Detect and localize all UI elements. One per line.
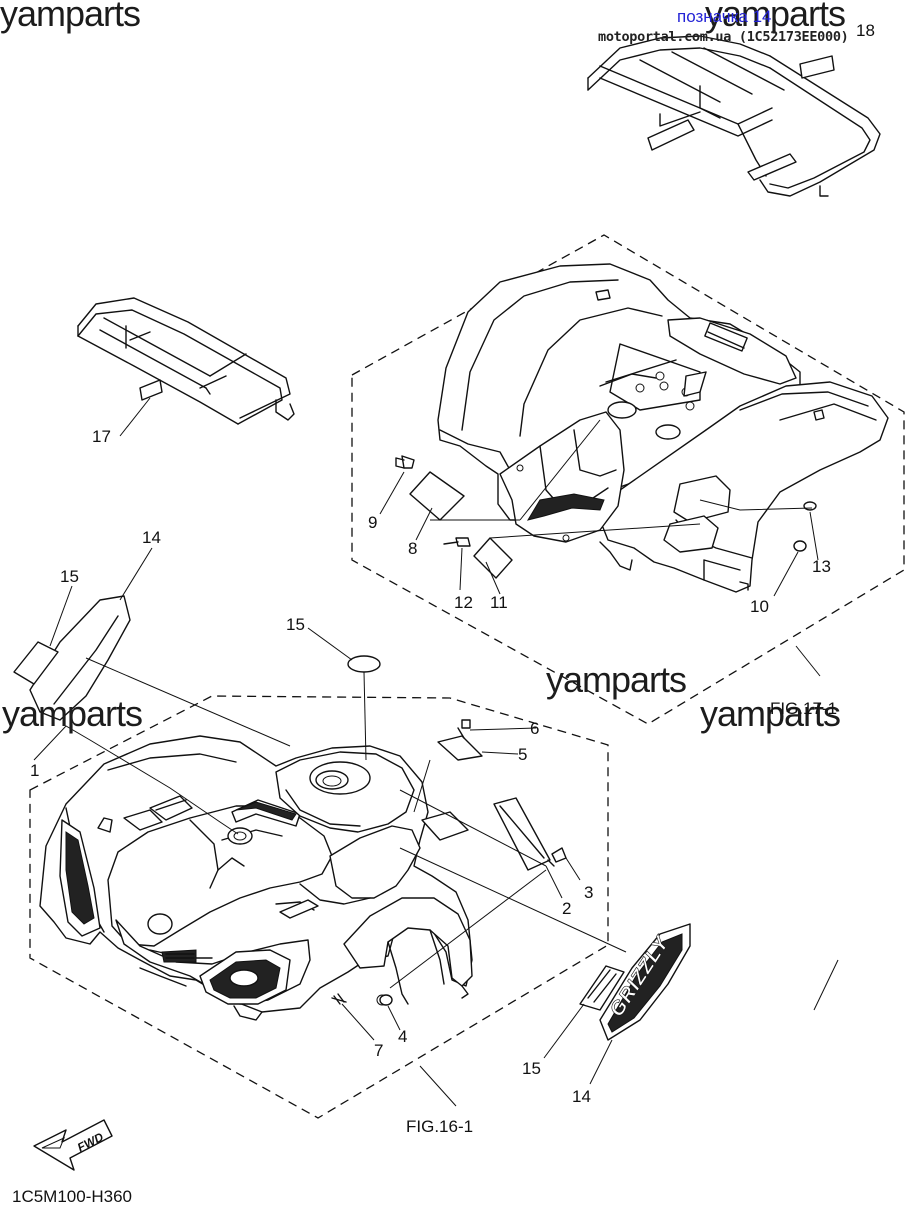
leader-lines bbox=[33, 397, 839, 1107]
front-small-parts bbox=[331, 655, 567, 1006]
callout-18[interactable]: 18 bbox=[856, 21, 875, 40]
header-source: motoportal.com.ua (1C52173EE000) bbox=[598, 29, 849, 45]
callout-3[interactable]: 3 bbox=[584, 883, 594, 902]
figure-ref-rear[interactable]: FIG.17-1 bbox=[770, 699, 838, 718]
callout-11[interactable]: 11 bbox=[490, 593, 508, 612]
callout-15-right[interactable]: 15 bbox=[522, 1059, 541, 1078]
callout-7[interactable]: 7 bbox=[374, 1041, 384, 1060]
watermark-top-right: yamparts bbox=[705, 0, 846, 34]
callout-14-right[interactable]: 14 bbox=[572, 1087, 591, 1106]
callout-1[interactable]: 1 bbox=[30, 761, 40, 780]
callout-14-left[interactable]: 14 bbox=[142, 528, 161, 547]
front-fender bbox=[39, 735, 473, 1021]
fwd-arrow-icon: FWD bbox=[33, 1119, 113, 1171]
callout-16[interactable]: 15 bbox=[286, 615, 305, 634]
yamaha-logo-decal-15 bbox=[579, 965, 625, 1011]
callout-15-left[interactable]: 15 bbox=[60, 567, 79, 586]
rear-small-parts bbox=[395, 455, 817, 579]
watermark-top-left: yamparts bbox=[0, 0, 141, 34]
callout-10[interactable]: 10 bbox=[750, 597, 769, 616]
front-fender-boundary bbox=[29, 695, 609, 1119]
rear-carrier-18 bbox=[587, 35, 881, 197]
callout-17[interactable]: 17 bbox=[92, 427, 111, 446]
callout-4[interactable]: 4 bbox=[398, 1027, 408, 1046]
figure-ref-front[interactable]: FIG.16-1 bbox=[406, 1117, 474, 1136]
watermark-mid-left: yamparts bbox=[2, 693, 143, 734]
callout-2[interactable]: 2 bbox=[562, 899, 572, 918]
watermark-mid-right: yamparts bbox=[546, 659, 687, 700]
decal-14-loose bbox=[13, 595, 131, 721]
callout-12[interactable]: 12 bbox=[454, 593, 473, 612]
callout-9[interactable]: 9 bbox=[368, 513, 378, 532]
callout-6[interactable]: 6 bbox=[530, 719, 540, 738]
watermark-right-lower: yamparts bbox=[700, 693, 841, 734]
diagram-code: 1C5M100-H360 bbox=[12, 1187, 133, 1206]
rear-fender-boundary bbox=[351, 234, 905, 725]
header-link[interactable]: позначка 14 bbox=[677, 7, 772, 26]
callout-13[interactable]: 13 bbox=[812, 557, 831, 576]
front-carrier-17 bbox=[77, 297, 295, 425]
callout-8[interactable]: 8 bbox=[408, 539, 418, 558]
rear-fender bbox=[437, 263, 889, 593]
callout-5[interactable]: 5 bbox=[518, 745, 528, 764]
